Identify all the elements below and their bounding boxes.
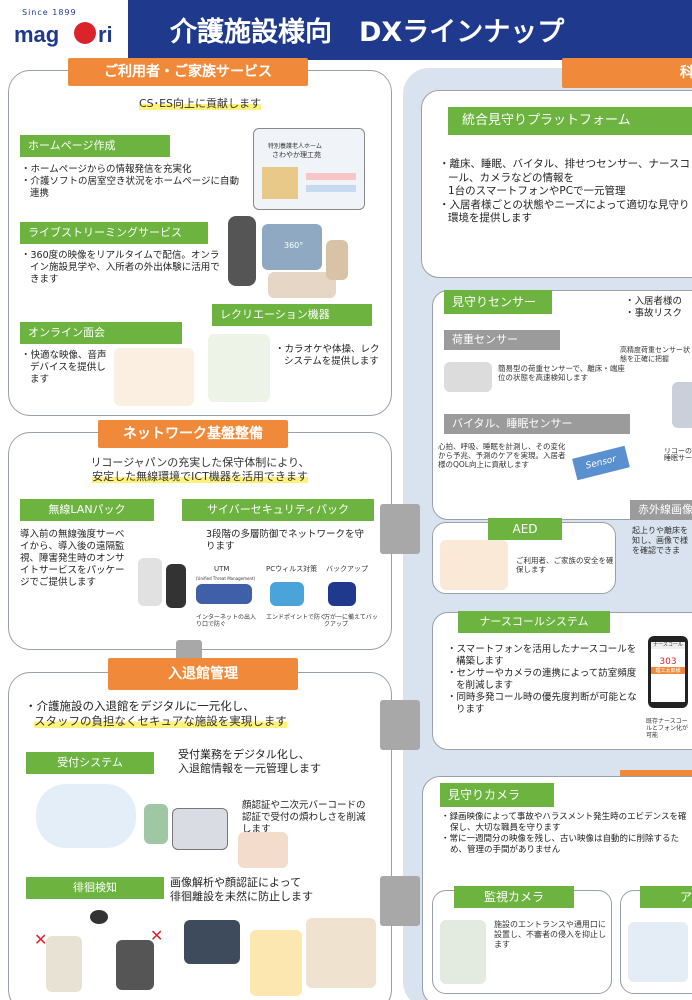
homepage-label: ホームページ作成 [20,135,170,157]
staff-alert-illustration [250,930,302,996]
pc-antivirus-title: PCウィルス対策 [266,565,318,573]
monitor-screen-illustration [184,920,240,964]
load-sensor-label: 荷重センサー [444,330,560,350]
cross-mark-icon: ✕ [34,930,48,949]
nursecall-phone: ナースコール 303 理工太郎様 [648,636,688,708]
wander-heading: 画像解析や顔認証によって 徘徊離設を未然に防止します [170,876,313,903]
security-camera-icon [90,910,108,924]
server-icon [166,564,186,608]
watch-camera-bullets: ・録画映像によって事故やハラスメント発生時のエビデンスを確保し、大切な職員を守り… [441,812,687,855]
aed-label: AED [488,518,562,540]
watch-camera-label: 見守りカメラ [440,783,554,807]
pc-shield-icon [270,582,304,606]
load-sensor-text: 簡易型の荷重センサーで、離床・端座位の状態を高速検知します [498,364,625,382]
entry-tab: 入退館管理 [108,658,298,690]
online-visit-illustration [114,348,194,406]
room-camera-illustration [306,918,376,988]
security-pack-label: サイバーセキュリティパック [182,499,374,521]
reception-system-label: 受付システム [26,752,154,774]
staff-phone-illustration [238,832,288,868]
infrared-label: 赤外線画像 [630,500,692,520]
intruder-illustration [116,940,154,990]
face-auth-kiosk-illustration [144,804,168,844]
connector-right-2 [380,700,420,750]
utm-subtitle: (Unified Threat Management) [196,576,256,581]
sensor-label: 見守りセンサー [444,290,552,314]
vital-sensor-text: 心拍、呼吸、睡眠を計測し、その変化から予兆、予測のケアを実現。入居者様のQOL向… [438,442,566,469]
logo-text-left: mag [14,22,60,47]
nursecall-bullets: ・スマートフォンを活用したナースコールを構築します ・センサーやカメラの連携によ… [447,644,637,715]
sensor-panel [432,290,692,520]
live-stream-screen: 360° [262,224,322,270]
entry-subtitle: ・介護施設の入退館をデジタルに一元化し、 スタッフの負担なくセキュアな施設を実現… [25,699,287,728]
other-label: ア [640,886,692,908]
security-pack-text: 3段階の多層防御でネットワークを守ります [206,529,365,552]
nursecall-caption: 既存ナースコールとフォン化が可能 [646,718,689,739]
reception-heading: 受付業務をデジタル化し、 入退館情報を一元管理します [178,748,321,775]
reception-text: 顔認証や二次元バーコードの認証で受付の煩わしさを削減します [242,800,366,835]
cross-mark-icon-2: ✕ [150,926,164,945]
right-section-tab: 科 [562,58,692,88]
homepage-screen-illustration: 特別養護老人ホーム さわやか理工苑 [253,128,365,210]
nursecall-label: ナースコールシステム [458,611,610,633]
recreation-bullets: ・カラオケや体操、レクシステムを提供します [275,344,380,367]
wander-detection-label: 徘徊検知 [26,877,164,899]
high-precision-sensor-device [672,382,692,428]
homepage-bullets: ・ホームページからの情報発信を充実化 ・介護ソフトの居室空き状況をホームページに… [21,164,240,199]
logo-text-right: ri [98,22,113,47]
connector-right-1 [380,504,420,554]
logo-mark-icon [74,22,96,44]
monitor-camera-text: 施設のエントランスや通用口に設置し、不審者の侵入を抑止します [494,920,606,949]
online-visit-label: オンライン面会 [20,322,182,344]
utm-caption: インターネットの出入り口で防ぐ [196,614,257,628]
live-stream-viewers [268,272,336,298]
family-services-subtitle: CS･ES向上に貢献します [138,97,262,110]
recreation-illustration [208,334,270,402]
monitor-camera-illustration [440,920,486,984]
live-streaming-bullets: ・360度の映像をリアルタイムで配信。オンライン施設見学や、入所者の外出体験に活… [21,250,220,285]
platform-bullets: ・離床、睡眠、バイタル、排せつセンサー、ナースコール、カメラなどの情報を 1台の… [439,158,690,224]
platform-label: 統合見守りプラットフォーム [448,107,692,135]
live-streaming-label: ライブストリーミングサービス [20,222,208,244]
wlan-pack-label: 無線LANパック [20,499,154,521]
backup-database-icon [328,582,356,606]
vital-sensor-text-2: リコーの睡眠サー [664,447,692,462]
online-visit-bullets: ・快適な映像、音声デバイスを提供します [21,350,107,385]
tablet-illustration [172,808,228,850]
camera-360-device [228,216,256,286]
load-sensor-text-2: 高精度荷重センサー状態を正確に把握 [620,346,690,363]
vital-sensor-label: バイタル、睡眠センサー [444,414,630,434]
other-illustration [628,922,688,982]
cloud-people-illustration [36,784,136,848]
page-title: 介護施設様向 DXラインナップ [170,17,565,48]
wandering-person-illustration [46,936,82,992]
backup-title: バックアップ [326,565,368,573]
sensor-bullets: ・入居者様の ・事故リスク [625,296,683,319]
network-tab: ネットワーク基盤整備 [98,420,288,448]
utm-device-icon [196,584,252,604]
access-point-icon [138,558,162,606]
utm-title: UTM [214,565,230,573]
recreation-label: レクリエーション機器 [212,304,372,326]
pc-caption: エンドポイントで防ぐ [266,614,327,621]
connector-right-3 [380,876,420,926]
presenter-illustration [326,240,348,280]
wlan-pack-text: 導入前の無線強度サーベイから、導入後の遠隔監視、障害発生時のオンサイトサービスを… [20,529,125,588]
aed-text: ご利用者、ご家族の安全を確保します [516,556,614,574]
logo-since: Since 1899 [22,8,77,17]
infrared-text: 起上りや離床を知し、画像で様を確認できま [632,526,688,555]
network-panel [8,432,392,650]
connector-left [176,640,202,660]
logo-area[interactable] [0,0,128,60]
family-services-tab: ご利用者・ご家族サービス [68,58,308,86]
monitor-camera-label: 監視カメラ [454,886,574,908]
backup-caption: 万が一に備えてバックアップ [324,614,378,628]
network-subtitle: リコージャパンの充実した保守体制により、 安定した無線環境でICT機器を活用でき… [90,456,310,483]
aed-illustration [440,540,508,590]
load-sensor-device [444,362,492,392]
